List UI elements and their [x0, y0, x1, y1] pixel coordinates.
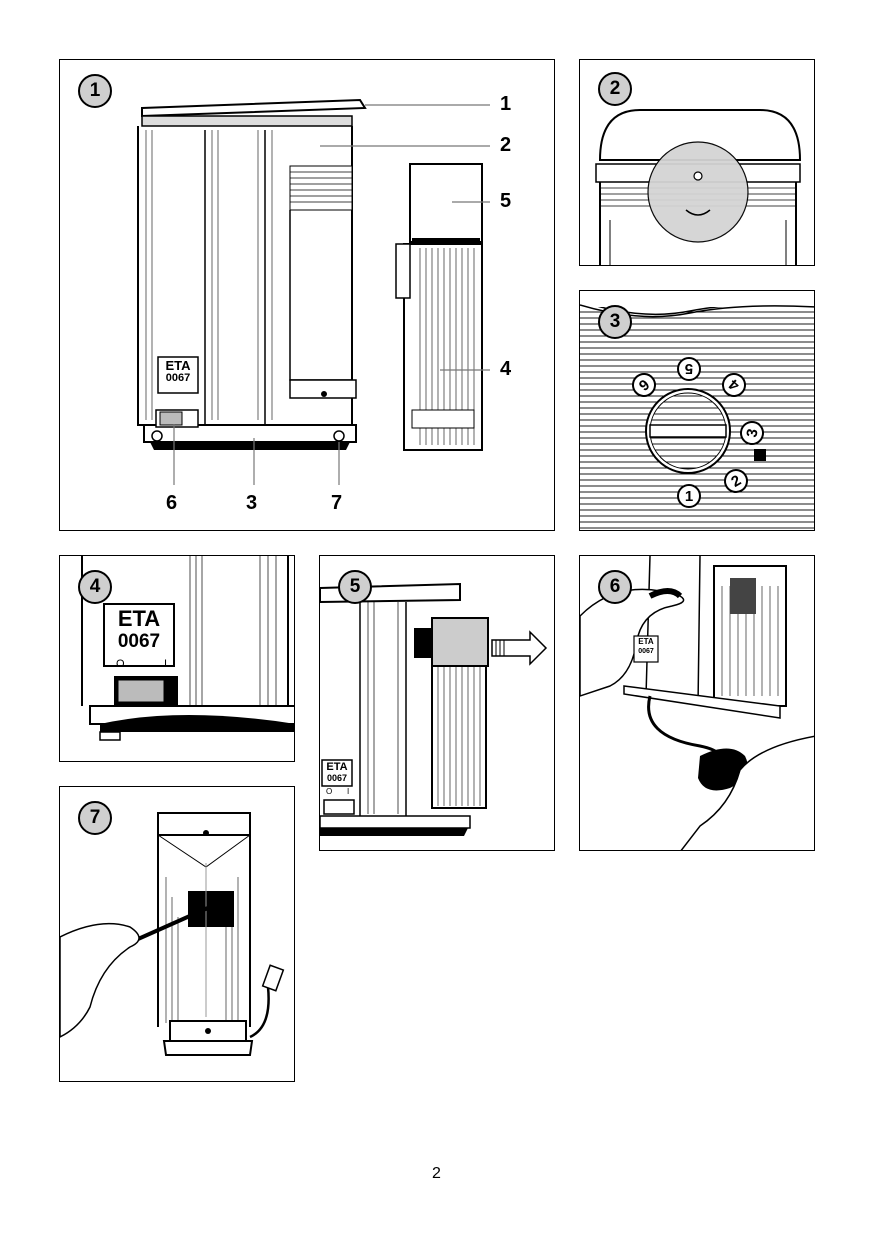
callout-3: 3 — [246, 492, 258, 514]
figure-badge: 3 — [598, 305, 632, 339]
switch-off-mark: O — [326, 787, 333, 796]
figure-1-drawing — [137, 98, 490, 485]
figure-badge: 1 — [78, 74, 112, 108]
figure-7-panel: 7 — [59, 786, 295, 1082]
model-label: 0067 — [117, 631, 161, 652]
callout-1: 1 — [500, 93, 512, 115]
callout-5: 5 — [500, 190, 512, 212]
figure-1-panel: 1 ETA 0067 1 2 5 4 6 3 7 — [59, 59, 555, 531]
callout-7: 7 — [331, 492, 343, 514]
brand-label: ETA — [117, 606, 161, 631]
figure-badge: 2 — [598, 72, 632, 106]
figure-4-panel: 4 ETA 0067 O I — [59, 555, 295, 762]
model-label: 0067 — [638, 648, 654, 655]
dial-number-5: 5 — [677, 357, 701, 381]
model-label: 0067 — [326, 773, 348, 783]
brand-label: ETA — [326, 761, 348, 773]
brand-label: ETA — [638, 637, 654, 646]
switch-on-mark: I — [164, 658, 168, 670]
callout-4: 4 — [500, 358, 512, 380]
callout-2: 2 — [500, 134, 512, 156]
figure-badge: 5 — [338, 570, 372, 604]
dial-number-1: 1 — [677, 484, 701, 508]
figure-7-drawing — [60, 812, 285, 1056]
figure-badge: 7 — [78, 801, 112, 835]
figure-6-drawing — [580, 556, 814, 850]
switch-on-mark: I — [347, 787, 350, 796]
figure-badge: 6 — [598, 570, 632, 604]
switch-off-mark: O — [116, 658, 125, 670]
model-label: 0067 — [165, 372, 191, 384]
figure-5-drawing — [320, 582, 548, 836]
figure-2-panel: 2 — [579, 59, 815, 266]
figure-3-panel: 3 1 2 3 4 5 6 — [579, 290, 815, 531]
figure-5-panel: 5 ETA 0067 O I — [319, 555, 555, 851]
callout-6: 6 — [166, 492, 178, 514]
page-number: 2 — [432, 1165, 441, 1182]
brand-label: ETA — [165, 358, 191, 373]
figure-badge: 4 — [78, 570, 112, 604]
figure-6-panel: 6 ETA 0067 — [579, 555, 815, 851]
figure-2-drawing — [595, 109, 802, 265]
figure-4-drawing — [81, 556, 294, 741]
